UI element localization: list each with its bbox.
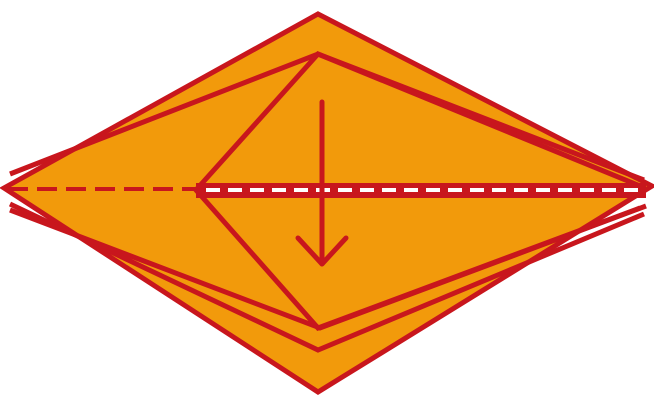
- origami-diagram-stage: [0, 0, 654, 396]
- origami-fold-diagram: [0, 0, 654, 396]
